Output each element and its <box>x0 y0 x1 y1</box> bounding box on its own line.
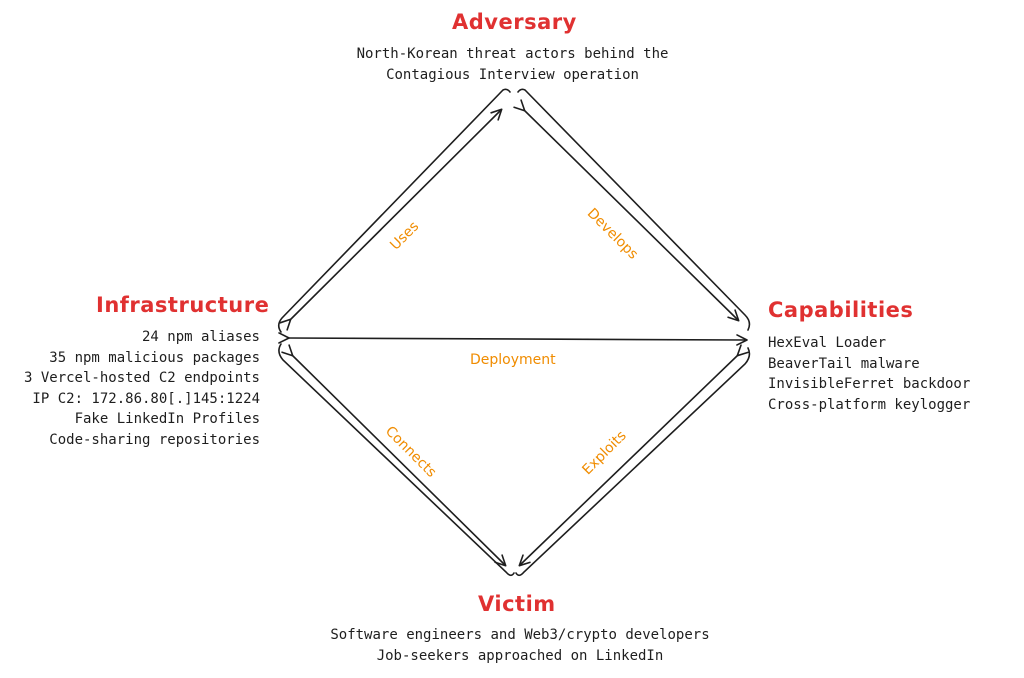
infrastructure-line: 3 Vercel-hosted C2 endpoints <box>23 370 260 386</box>
adversary-line: North-Korean threat actors behind the <box>356 46 669 62</box>
capabilities-line: BeaverTail malware <box>768 355 920 372</box>
edge-develops-outer <box>517 88 751 331</box>
adversary-title: Adversary <box>452 10 577 34</box>
edge-connects-arrow <box>281 344 507 567</box>
victim-description: Software engineers and Web3/crypto devel… <box>300 625 740 666</box>
edge-exploits-outer <box>515 347 751 577</box>
infrastructure-title: Infrastructure <box>96 293 270 317</box>
infrastructure-line: IP C2: 172.86.80[.]145:1224 <box>32 390 260 407</box>
edge-exploits-arrow <box>518 344 749 567</box>
edge-develops-arrow <box>513 99 740 322</box>
infrastructure-line: Code-sharing repositories <box>49 431 260 448</box>
edge-uses-arrow <box>279 108 503 331</box>
capabilities-title: Capabilities <box>768 298 914 322</box>
infrastructure-line: 35 npm malicious packages <box>49 349 260 366</box>
victim-line: Software engineers and Web3/crypto devel… <box>330 627 710 643</box>
capabilities-description: HexEval Loader BeaverTail malware Invisi… <box>768 333 970 415</box>
infrastructure-line: Fake LinkedIn Profiles <box>74 411 260 427</box>
infrastructure-line: 24 npm aliases <box>141 329 260 345</box>
edge-label-deployment: Deployment <box>470 352 556 368</box>
edge-deployment-arrow <box>278 332 748 346</box>
capabilities-line: InvisibleFerret backdoor <box>768 376 971 392</box>
capabilities-line: HexEval Loader <box>768 335 887 351</box>
adversary-description: North-Korean threat actors behind the Co… <box>340 44 685 85</box>
infrastructure-description: 24 npm aliases 35 npm malicious packages… <box>24 327 260 450</box>
victim-line: Job-seekers approached on LinkedIn <box>376 647 664 664</box>
capabilities-line: Cross-platform keylogger <box>768 396 971 413</box>
edge-connects-outer <box>278 343 515 577</box>
adversary-line: Contagious Interview operation <box>386 66 639 83</box>
victim-title: Victim <box>478 592 556 616</box>
